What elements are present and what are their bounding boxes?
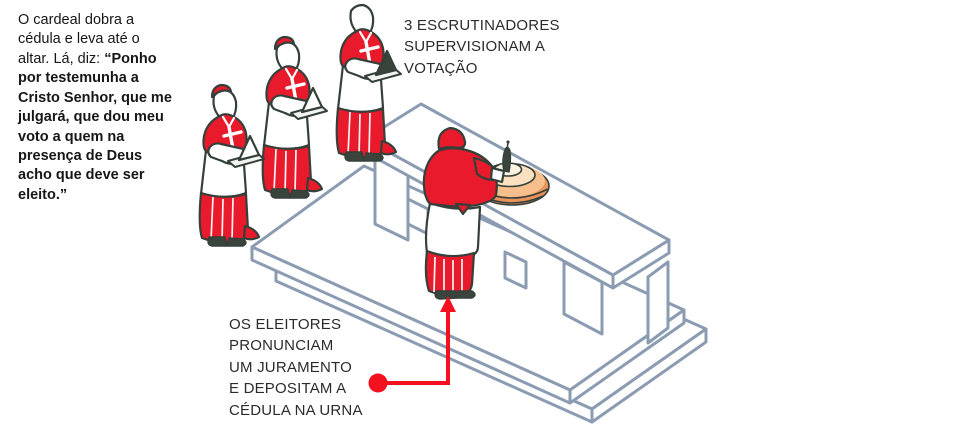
cardinal-in-queue-2	[261, 35, 329, 200]
intro-text: O cardeal dobra a cédula e leva até o al…	[18, 12, 140, 67]
voters-label: OS ELEITORES PRONUNCIAM UM JURAMENTO E D…	[229, 316, 363, 419]
intro-paragraph: O cardeal dobra a cédula e leva até o al…	[18, 11, 172, 205]
oath-quote: “Ponho por testemunha a Cristo Senhor, q…	[18, 50, 172, 203]
folded-ballot-icon	[502, 140, 512, 173]
callout-arrow	[368, 296, 456, 393]
cardinal-in-queue-1	[198, 83, 266, 248]
scrutineers-label: 3 ESCRUTINADORES SUPERVISIONAM A VOTAÇÃO	[404, 17, 560, 77]
cardinal-at-altar	[422, 126, 506, 300]
folded-ballot-icon	[376, 51, 397, 75]
